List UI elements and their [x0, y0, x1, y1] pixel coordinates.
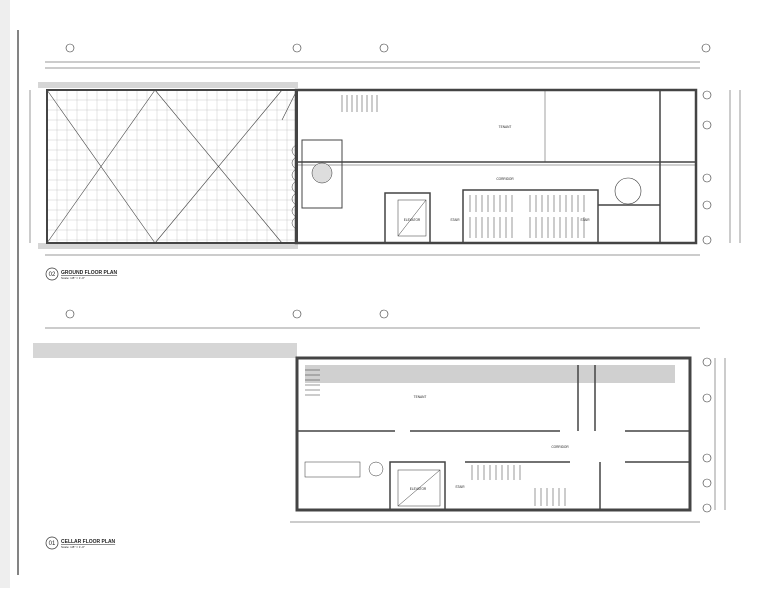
- plan-number-bubble: [45, 536, 59, 550]
- elevator-car: [397, 199, 427, 237]
- ground-hatch-band: [38, 243, 298, 249]
- cellar-elevator-car: [397, 469, 441, 507]
- page-margin: [0, 0, 10, 588]
- revision-cloud: [291, 144, 297, 230]
- room-label-corridor: CORRIDOR: [496, 177, 514, 181]
- cellar-building-walls: [295, 356, 692, 512]
- ground-building-walls: [294, 88, 698, 245]
- plan-number: 01: [49, 541, 56, 547]
- cellar-hatch-band: [33, 343, 297, 358]
- cellar-floor-plan: TENANT CORRIDOR ELEVATOR STAIR 01 CELLAR…: [33, 309, 726, 550]
- terrace-drainage-lines: [46, 89, 298, 244]
- plan-title: GROUND FLOOR PLAN: [61, 270, 117, 276]
- room-label-stair: STAIR: [455, 485, 465, 489]
- room-label-corridor: CORRIDOR: [551, 445, 569, 449]
- mechanical-equipment: [304, 461, 361, 478]
- room-label-stair-b: STAIR: [580, 218, 590, 222]
- round-fixture: [614, 177, 642, 205]
- grid-bubbles: [65, 43, 712, 245]
- plan-scale: Scale: 1/8" = 1'-0": [61, 276, 85, 280]
- ground-interior-walls: [296, 90, 696, 244]
- room-label-elevator: ELEVATOR: [404, 218, 421, 222]
- ground-floor-plan: TENANT CORRIDOR ELEVATOR STAIR STAIR 02 …: [29, 43, 741, 281]
- room-label-tenant: TENANT: [499, 125, 512, 129]
- ground-dimension-lines: [29, 61, 741, 256]
- cellar-dimension-lines: [45, 327, 726, 523]
- plan-scale: Scale: 1/8" = 1'-0": [61, 545, 85, 549]
- plan-number-bubble: [45, 267, 59, 281]
- grid-bubbles: [65, 309, 712, 513]
- room-label-stair-a: STAIR: [450, 218, 460, 222]
- room-label-tenant: TENANT: [414, 395, 427, 399]
- water-tank: [368, 461, 384, 477]
- ground-stairs: [341, 95, 585, 238]
- plan-number: 02: [49, 272, 56, 278]
- cellar-hatch-strip: [305, 365, 675, 383]
- room-label-elevator: ELEVATOR: [410, 487, 427, 491]
- cellar-stairs: [305, 369, 566, 506]
- accessible-turning-circle: [311, 162, 333, 184]
- cellar-interior-walls: [297, 365, 690, 511]
- plan-title: CELLAR FLOOR PLAN: [61, 539, 116, 545]
- ground-hatch-band: [38, 82, 298, 88]
